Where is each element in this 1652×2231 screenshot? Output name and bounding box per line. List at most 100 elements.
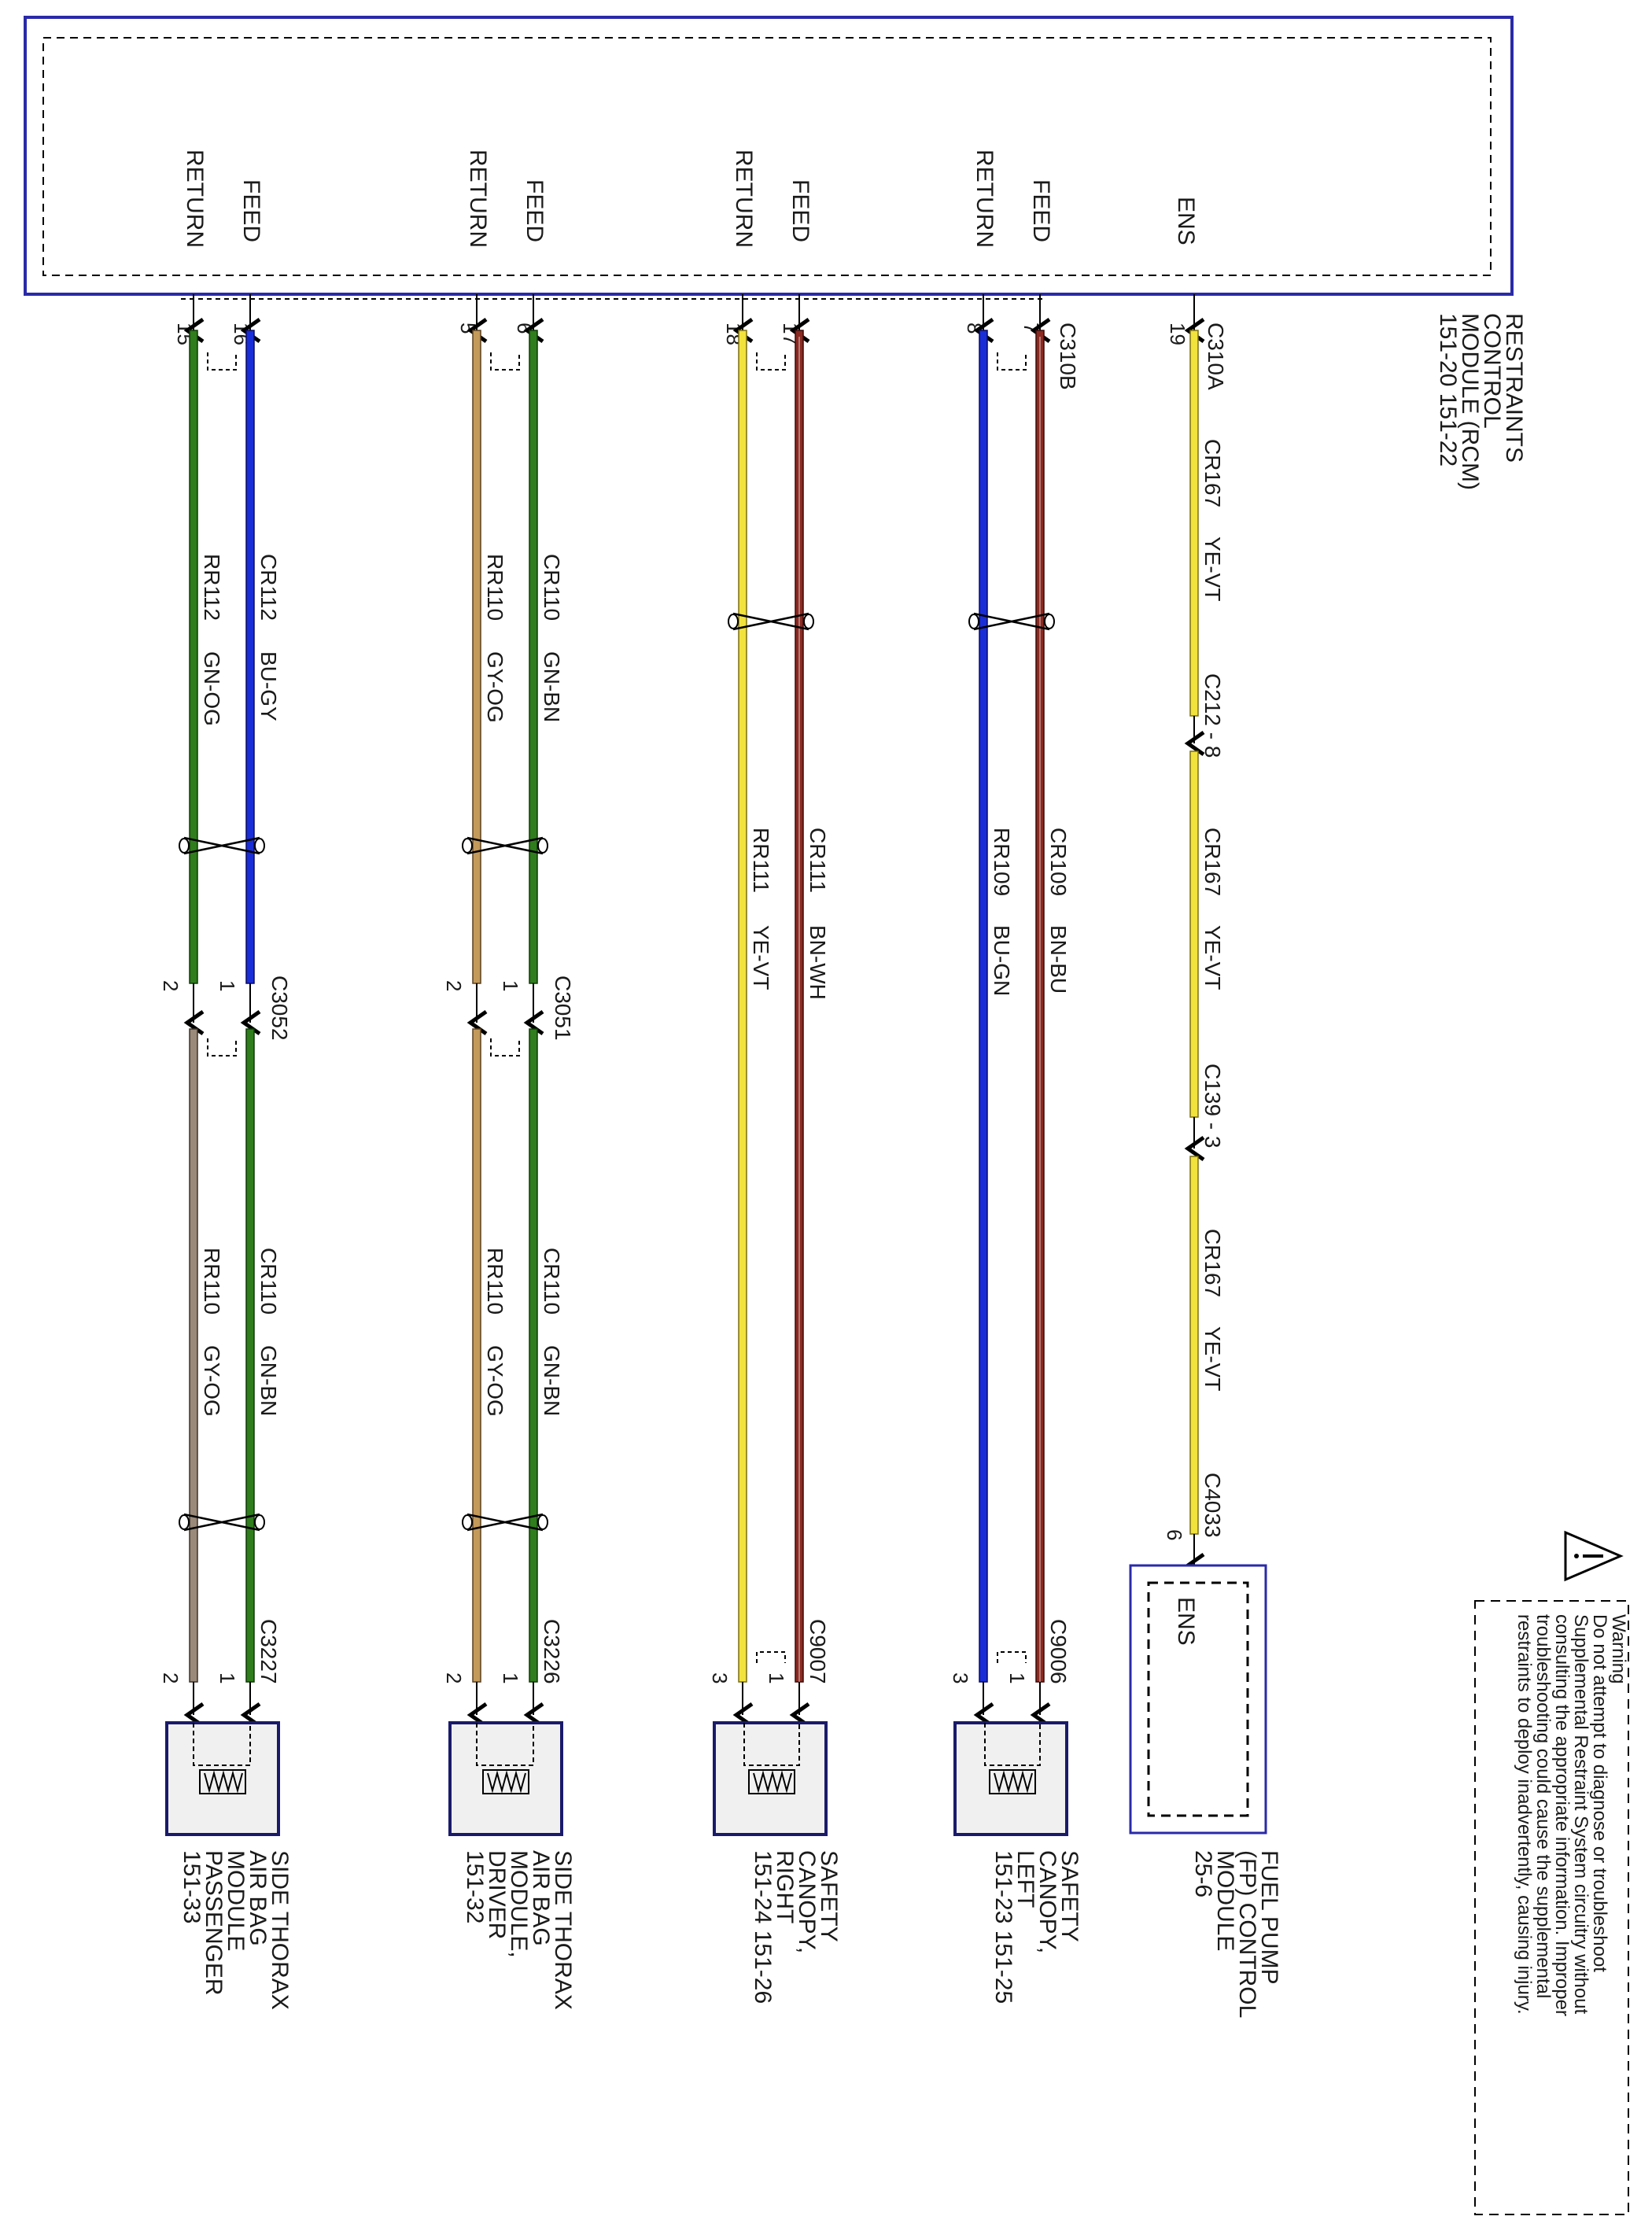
pin-label-return-15: RETURN [182, 149, 208, 248]
canopy-left-return-circuit: RR109 [990, 828, 1014, 896]
canopy-right-name-1: SAFETY [816, 1850, 842, 1942]
side-thorax-driver-circuit: CR110 GN-BN RR110 GY-OG C3051 2 1 CR110 … [442, 294, 576, 2010]
side-thorax-passenger-circuit: CR112 BU-GY RR112 GN-OG C3052 2 1 CR110 … [159, 294, 293, 2010]
thorax-passenger-name-5: 151-33 [179, 1850, 205, 1923]
canopy-left-pin-1: 1 [1005, 1672, 1029, 1683]
rcm-title-line-3: MODULE (RCM) [1457, 313, 1483, 490]
ens-color-2: YE-VT [1200, 925, 1225, 990]
squib-icon [989, 1769, 1036, 1794]
thorax-passenger-mid-connector: C3052 [267, 975, 292, 1041]
thorax-driver-feed1-circuit: CR110 [540, 554, 564, 621]
thorax-passenger-return2-color: GY-OG [200, 1345, 224, 1417]
squib-icon [199, 1769, 246, 1794]
pin-label-feed-6: FEED [522, 179, 548, 242]
thorax-passenger-name-3: MODULE [223, 1850, 249, 1951]
thorax-passenger-feed2-circuit: CR110 [256, 1248, 281, 1315]
thorax-passenger-name-2: AIR BAG [245, 1850, 271, 1946]
canopy-right-feed-circuit: CR111 [806, 828, 830, 893]
squib-icon [748, 1769, 795, 1794]
pin-label-return-5: RETURN [465, 149, 491, 248]
safety-canopy-right-circuit: CR111 BN-WH RR111 YE-VT C9007 3 1 SAFETY… [708, 294, 842, 2004]
thorax-driver-feed-wire-1 [529, 330, 538, 984]
thorax-passenger-name-1: SIDE THORAX [267, 1850, 293, 2010]
side-thorax-passenger-module [165, 1721, 280, 1836]
canopy-right-return-color: YE-VT [749, 925, 773, 990]
pin-label-ens-19: ENS [1173, 197, 1199, 245]
rcm-title-line-1: RESTRAINTS [1501, 313, 1527, 463]
canopy-left-feed-circuit: CR109 [1046, 828, 1071, 896]
ens-wire-segment-2 [1189, 750, 1199, 1118]
ens-wire-segment-3 [1189, 1156, 1199, 1535]
ens-color-3: YE-VT [1200, 1326, 1225, 1391]
thorax-passenger-end-pin-2: 2 [159, 1672, 183, 1683]
rcm-title: RESTRAINTS CONTROL MODULE (RCM) 151-20 1… [1435, 313, 1527, 490]
thorax-driver-name-4: DRIVER [484, 1850, 510, 1939]
thorax-passenger-mid-pin-1: 1 [216, 980, 239, 991]
rcm-connectors: C310B C310A [1056, 323, 1228, 390]
thorax-passenger-end-connector: C3227 [256, 1619, 281, 1684]
thorax-driver-end-pin-1: 1 [499, 1672, 522, 1683]
thorax-passenger-name-4: PASSENGER [201, 1850, 227, 1996]
canopy-left-name-2: CANOPY, [1034, 1850, 1060, 1953]
thorax-driver-name-3: MODULE, [506, 1850, 532, 1958]
canopy-right-name-2: CANOPY, [794, 1850, 820, 1953]
ens-circuit-2: CR167 [1200, 828, 1225, 896]
fuel-pump-control-module: ENS [1129, 1564, 1267, 1835]
warning-line-6: restraints to deploy inadvertently, caus… [1514, 1614, 1535, 2015]
thorax-driver-mid-pin-2: 2 [442, 980, 466, 991]
rcm-title-line-4: 151-20 151-22 [1435, 313, 1461, 466]
fp-module-name-2: (FP) CONTROL [1234, 1850, 1260, 2018]
rcm-title-line-2: CONTROL [1479, 313, 1505, 429]
thorax-driver-name-5: 151-32 [462, 1850, 488, 1923]
squib-icon [482, 1769, 529, 1794]
safety-canopy-left-circuit: CR109 BN-BU RR109 BU-GN C9006 3 1 SAFETY… [949, 294, 1082, 2004]
canopy-left-name-4: 151-23 151-25 [990, 1850, 1016, 2004]
ens-circuit-3: CR167 [1200, 1229, 1225, 1297]
fp-module-name-4: 25-6 [1190, 1850, 1216, 1897]
thorax-passenger-return2-circuit: RR110 [200, 1248, 224, 1315]
thorax-passenger-feed1-circuit: CR112 [256, 554, 281, 621]
ens-circuit: CR167 YE-VT C212 - 8 CR167 YE-VT C139 - … [1129, 294, 1282, 2018]
thorax-passenger-return-wire-2 [189, 1028, 198, 1683]
pin-label-feed-7: FEED [1028, 179, 1054, 242]
warning-line-4: consulting the appropriate information. … [1551, 1614, 1573, 2016]
thorax-driver-return-wire-1 [472, 330, 481, 984]
thorax-driver-feed-wire-2 [529, 1028, 538, 1683]
thorax-passenger-feed1-color: BU-GY [256, 651, 281, 721]
canopy-right-pin-3: 3 [708, 1672, 732, 1683]
warning-box: Warning Do not attempt to diagnose or tr… [1474, 1530, 1629, 2215]
pin-label-feed-16: FEED [238, 179, 264, 242]
thorax-driver-mid-connector: C3051 [551, 975, 575, 1041]
thorax-passenger-end-pin-1: 1 [216, 1672, 239, 1683]
thorax-passenger-feed-wire-2 [245, 1028, 255, 1683]
warning-line-5: troubleshooting could cause the suppleme… [1532, 1614, 1554, 1998]
thorax-passenger-return1-circuit: RR112 [200, 554, 224, 621]
safety-canopy-right-module [713, 1721, 828, 1836]
pin-label-return-8: RETURN [972, 149, 997, 248]
canopy-right-end-connector: C9007 [806, 1619, 830, 1684]
rcm-module [24, 16, 1514, 300]
canopy-left-name-1: SAFETY [1056, 1850, 1082, 1942]
canopy-left-return-wire [979, 330, 988, 1683]
warning-line-2: Do not attempt to diagnose or troublesho… [1589, 1614, 1610, 1972]
thorax-driver-name-1: SIDE THORAX [550, 1850, 576, 2010]
thorax-passenger-return-wire-1 [189, 330, 198, 984]
thorax-driver-mid-pin-1: 1 [499, 980, 522, 991]
canopy-left-end-connector: C9006 [1046, 1619, 1071, 1684]
warning-triangle-icon [1564, 1530, 1624, 1582]
thorax-driver-feed2-color: GN-BN [540, 1345, 564, 1416]
thorax-driver-return2-circuit: RR110 [483, 1248, 507, 1315]
thorax-passenger-feed2-color: GN-BN [256, 1345, 281, 1416]
ens-wire-segment-1 [1189, 330, 1199, 717]
canopy-right-feed-color: BN-WH [806, 925, 830, 1000]
thorax-passenger-mid-pin-2: 2 [159, 980, 183, 991]
thorax-driver-return2-color: GY-OG [483, 1345, 507, 1417]
canopy-left-pin-3: 3 [949, 1672, 972, 1683]
canopy-left-name-3: LEFT [1012, 1850, 1038, 1908]
pin-label-return-18: RETURN [731, 149, 757, 248]
fp-module-name-1: FUEL PUMP [1256, 1850, 1282, 1985]
side-thorax-driver-module [448, 1721, 563, 1836]
canopy-right-pin-1: 1 [765, 1672, 788, 1683]
thorax-driver-return1-circuit: RR110 [483, 554, 507, 621]
